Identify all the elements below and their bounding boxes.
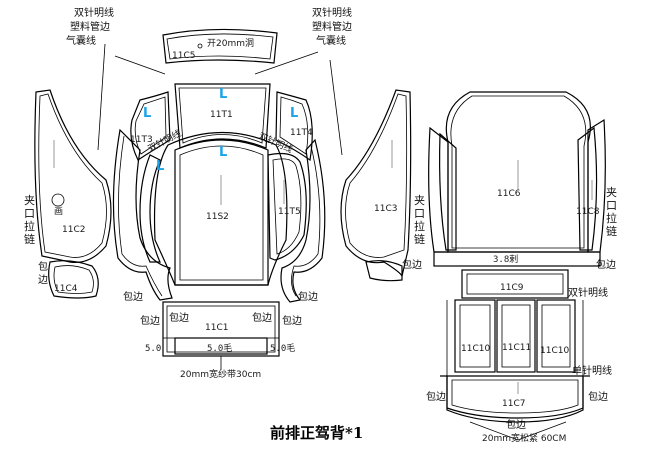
piece-label-11c11: 11C11: [502, 343, 531, 353]
strip-3-8: 3.8剌: [433, 251, 601, 267]
piece-11c8: 11C8: [576, 118, 606, 253]
piece-label-11c5: 11C5: [172, 51, 195, 61]
binding-left-char-2: 边: [38, 274, 48, 286]
piece-wing-left: [112, 128, 173, 301]
piece-11s2: L 11S2: [153, 132, 288, 286]
binding-label-4: 包边: [140, 314, 160, 327]
zipper-right-b: 夹 口 拉 链: [606, 186, 617, 238]
diagram-title: 前排正驾背*1: [270, 424, 363, 442]
callout-left-line-1: 双针明线: [74, 6, 114, 19]
binding-left-v: 包 边: [38, 260, 48, 286]
zipper-left-char-4: 链: [24, 232, 35, 246]
piece-label-11c7: 11C7: [502, 399, 525, 409]
zipper-right-a-char-3: 拉: [414, 219, 425, 233]
piece-11c10-right: 11C10: [536, 299, 576, 373]
piece-11c11: 11C11: [496, 299, 536, 373]
piece-label-11c3: 11C3: [374, 204, 397, 214]
piece-wing-right: [280, 138, 326, 303]
piece-label-11c4: 11C4: [54, 284, 78, 294]
dim-left: 5.0: [145, 344, 161, 354]
binding-label-3: 包边: [402, 258, 422, 271]
callout-right: 双针明线 塑料管边 气囊线: [254, 6, 352, 156]
left-mark-t3: L: [143, 106, 151, 121]
callout-left-line-3: 气囊线: [66, 34, 96, 47]
binding-label-2: 包边: [298, 290, 318, 303]
single-needle-label: 单针明线: [572, 364, 612, 377]
zipper-right-b-char-4: 链: [606, 224, 617, 238]
open-hole-label: 开20mm洞: [207, 38, 254, 49]
zipper-left-char-2: 口: [24, 207, 35, 220]
band-label: 20mm宽纱带30cm: [180, 368, 261, 380]
piece-label-11t3: 11T3: [130, 135, 153, 145]
zipper-left-char-3: 拉: [24, 219, 35, 233]
zipper-right-b-char-3: 拉: [606, 211, 617, 225]
piece-label-11c1: 11C1: [205, 323, 228, 333]
piece-side-left: L: [139, 154, 164, 263]
left-mark-side: L: [156, 159, 164, 174]
left-mark-t4: L: [290, 106, 298, 121]
zipper-right-a-char-2: 口: [414, 207, 425, 220]
piece-label-11t1: 11T1: [210, 110, 233, 120]
piece-label-11c2: 11C2: [62, 225, 85, 235]
piece-label-11c8: 11C8: [576, 207, 600, 217]
dim-center: 5.0毛: [207, 342, 232, 354]
binding-label-9: 包边: [426, 390, 446, 403]
left-mark-s2: L: [219, 145, 227, 160]
elastic-label: 20mm宽松紧 60CM: [482, 432, 566, 444]
double-needle-label: 双针明线: [568, 286, 608, 299]
piece-label-11c6: 11C6: [497, 189, 521, 199]
binding-label-7: 包边: [282, 314, 302, 327]
binding-label-11: 包边: [506, 418, 526, 431]
left-mark-t1: L: [219, 87, 227, 102]
piece-11t1: L 11T1: [174, 83, 271, 149]
zipper-right-b-char-2: 口: [606, 199, 617, 212]
piece-label-11s2: 11S2: [206, 212, 229, 222]
piece-11c7: 11C7: [440, 375, 590, 441]
binding-label-1: 包边: [123, 290, 143, 303]
binding-label-6: 包边: [252, 311, 272, 324]
dim-3-8: 3.8剌: [493, 254, 518, 265]
binding-label-8: 包边: [596, 258, 616, 271]
callout-right-line-2: 塑料管边: [312, 20, 352, 33]
zipper-right-a-char-1: 夹: [414, 194, 425, 207]
piece-11t5: 11T5: [267, 152, 307, 261]
binding-label-10: 包边: [588, 390, 608, 403]
piece-11c3: 11C3: [340, 89, 412, 282]
callout-right-line-3: 气囊线: [316, 34, 346, 47]
piece-11c2: 画 11C2: [34, 89, 112, 264]
zipper-left: 夹 口 拉 链: [24, 194, 35, 246]
callout-left: 双针明线 塑料管边 气囊线: [66, 6, 166, 151]
circle-mark: 画: [54, 206, 63, 217]
piece-label-11c10-left: 11C10: [461, 344, 490, 354]
piece-11c4: 11C4: [48, 260, 99, 299]
dim-right: 5.0毛: [270, 342, 295, 354]
piece-label-11c10-right: 11C10: [540, 346, 569, 356]
piece-11c6: 11C6: [445, 91, 591, 253]
piece-11c10-left: 11C10: [454, 299, 496, 373]
binding-left-char-1: 包: [38, 260, 48, 273]
callout-left-line-2: 塑料管边: [70, 20, 110, 33]
piece-11c5: 开20mm洞 11C5: [162, 28, 278, 64]
piece-label-11t4: 11T4: [290, 128, 313, 138]
zipper-right-a-char-4: 链: [414, 232, 425, 246]
zipper-right-a: 夹 口 拉 链: [414, 194, 425, 246]
zipper-right-b-char-1: 夹: [606, 186, 617, 199]
piece-label-11c9: 11C9: [500, 283, 524, 293]
piece-label-11t5: 11T5: [278, 207, 301, 217]
zipper-left-char-1: 夹: [24, 194, 35, 207]
piece-11c9: 11C9: [461, 269, 569, 299]
piece-11c1: 11C1 5.0 5.0毛 5.0毛 20mm宽纱带30cm: [145, 301, 295, 380]
callout-right-line-1: 双针明线: [312, 6, 352, 19]
binding-label-5: 包边: [169, 311, 189, 324]
